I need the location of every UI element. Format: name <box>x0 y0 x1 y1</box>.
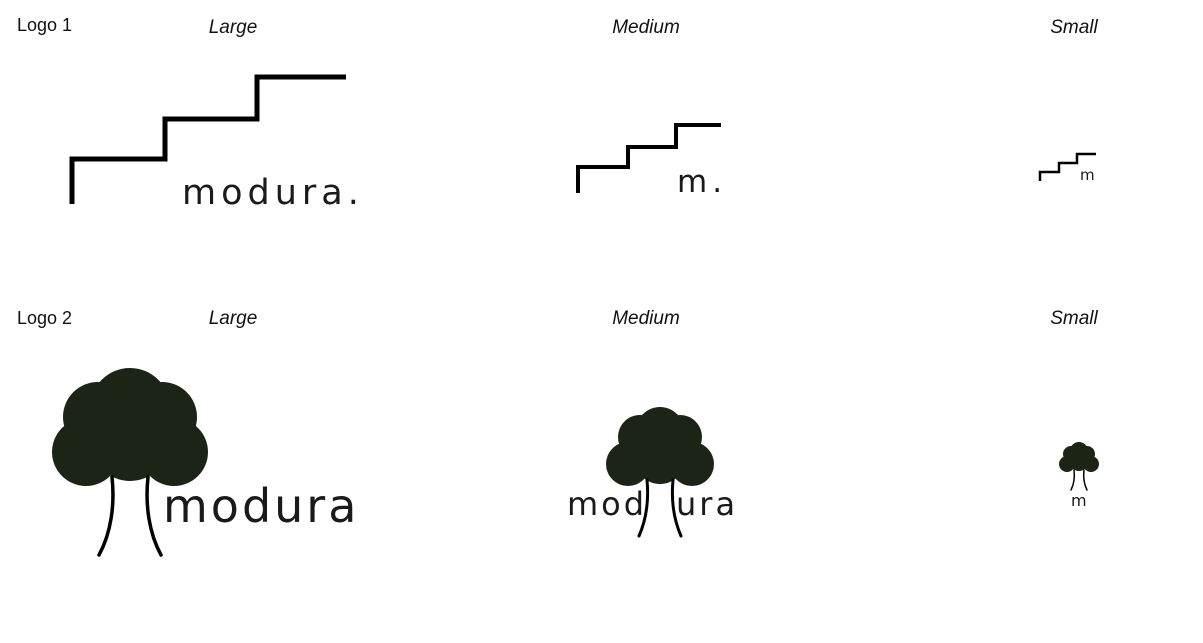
logo-1-large: modura. <box>69 74 359 213</box>
row-label-logo-2: Logo 2 <box>17 308 73 328</box>
stairs-icon <box>576 123 721 193</box>
logo-1-medium-wordmark: m. <box>677 164 727 200</box>
size-label-large: Large <box>208 308 258 329</box>
size-label-medium: Medium <box>612 308 680 329</box>
logo-1-medium: m. <box>576 123 727 200</box>
logo-2-medium-wordmark-left: mod <box>567 485 647 523</box>
stairs-icon <box>69 74 346 204</box>
tree-icon <box>606 407 714 486</box>
logo-2-large: modura <box>52 368 359 557</box>
size-label-large: Large <box>208 17 258 38</box>
logo-1-small-wordmark: m <box>1080 166 1095 184</box>
logo-2-medium: mod ura <box>567 407 738 538</box>
tree-icon <box>1059 442 1099 472</box>
tree-icon <box>52 368 208 486</box>
logo-1-large-wordmark: modura. <box>182 173 364 213</box>
stairs-icon <box>1038 152 1096 181</box>
logo-2-small-wordmark: m <box>1071 491 1087 510</box>
size-label-small: Small <box>1050 308 1098 329</box>
logo-2-small: m <box>1059 442 1099 510</box>
logo-2-medium-wordmark-right: ura <box>676 485 738 523</box>
size-label-medium: Medium <box>612 17 680 38</box>
size-label-small: Small <box>1050 17 1098 38</box>
logo-2-large-wordmark: modura <box>163 479 359 533</box>
row-label-logo-1: Logo 1 <box>17 15 73 35</box>
logo-1-small: m <box>1038 152 1096 184</box>
